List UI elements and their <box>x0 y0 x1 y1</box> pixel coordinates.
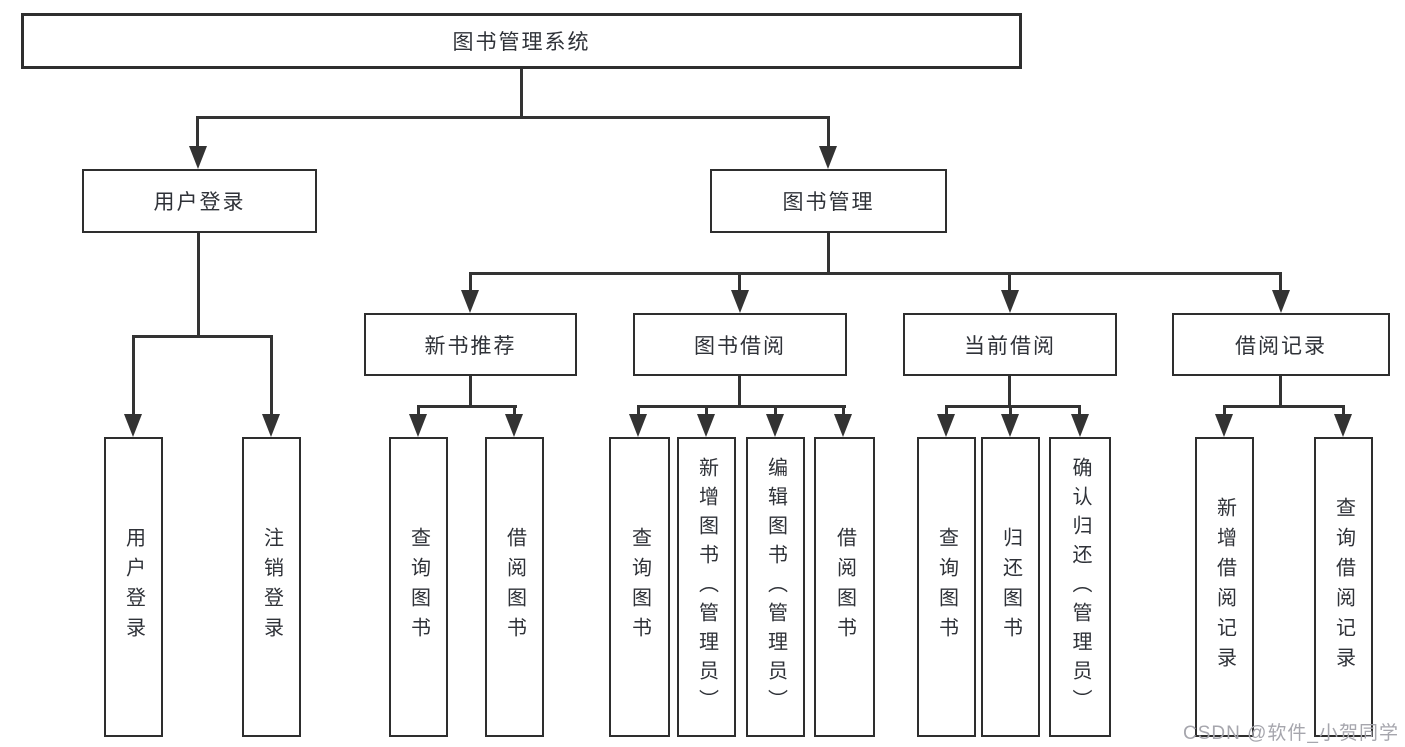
connector-drop <box>1223 405 1226 416</box>
node-root-label: 图书管理系统 <box>452 31 591 54</box>
arrow-down-icon <box>1272 290 1290 313</box>
node-book-borrow-label: 图书借阅 <box>694 334 786 358</box>
leaf-edit-books-admin: 编辑图书（管理员） <box>746 437 805 737</box>
arrow-down-icon <box>189 146 207 169</box>
leaf-logout: 注销登录 <box>242 437 301 737</box>
arrow-down-icon <box>697 414 715 437</box>
arrow-down-icon <box>1215 414 1233 437</box>
connector-drop <box>1279 272 1282 292</box>
connector-stem-current-borrow <box>1008 376 1011 405</box>
connector-drop <box>1342 405 1345 416</box>
connector-bar-new-books <box>417 405 517 408</box>
node-borrow-records: 借阅记录 <box>1172 313 1390 376</box>
connector-drop-book-mgmt <box>827 116 830 148</box>
node-current-borrow-label: 当前借阅 <box>964 334 1056 358</box>
node-book-mgmt: 图书管理 <box>710 169 947 233</box>
arrow-down-icon <box>819 146 837 169</box>
leaf-query-borrow-record: 查询借阅记录 <box>1314 437 1373 737</box>
node-root: 图书管理系统 <box>21 13 1022 69</box>
node-user-login-label: 用户登录 <box>153 191 246 214</box>
leaf-borrow-books-1: 借阅图书 <box>485 437 544 737</box>
connector-drop <box>774 405 777 416</box>
leaf-add-borrow-record-label: 新增借阅记录 <box>1213 497 1236 677</box>
connector-stem-new-books <box>469 376 472 405</box>
connector-drop-user-login <box>196 116 199 148</box>
connector-drop <box>270 335 273 416</box>
leaf-query-books-2: 查询图书 <box>609 437 670 737</box>
connector-bar-borrow-records <box>1223 405 1345 408</box>
connector-drop <box>637 405 640 416</box>
arrow-down-icon <box>629 414 647 437</box>
connector-drop <box>945 405 948 416</box>
connector-stem-book-borrow <box>738 376 741 405</box>
node-book-mgmt-label: 图书管理 <box>782 191 875 214</box>
leaf-query-books-3-label: 查询图书 <box>935 527 958 647</box>
connector-drop <box>842 405 845 416</box>
leaf-query-books-3: 查询图书 <box>917 437 976 737</box>
connector-stem-user-login <box>197 233 200 335</box>
node-new-books-label: 新书推荐 <box>424 334 517 358</box>
arrow-down-icon <box>124 414 142 437</box>
node-current-borrow: 当前借阅 <box>903 313 1117 376</box>
leaf-borrow-books-2: 借阅图书 <box>814 437 875 737</box>
csdn-watermark: CSDN @软件_小贺同学 <box>1183 723 1399 744</box>
arrow-down-icon <box>937 414 955 437</box>
connector-drop <box>469 272 472 292</box>
connector-stem-root <box>520 69 523 117</box>
connector-bar-book-borrow <box>637 405 846 408</box>
connector-drop <box>705 405 708 416</box>
leaf-add-borrow-record: 新增借阅记录 <box>1195 437 1254 737</box>
leaf-borrow-books-1-label: 借阅图书 <box>503 527 526 647</box>
connector-drop <box>738 272 741 292</box>
connector-bar-level2 <box>196 116 830 119</box>
leaf-query-books-1-label: 查询图书 <box>407 527 430 647</box>
connector-stem-borrow-records <box>1279 376 1282 405</box>
node-borrow-records-label: 借阅记录 <box>1235 334 1327 358</box>
connector-drop <box>513 405 516 416</box>
leaf-add-books-admin-label: 新增图书（管理员） <box>695 456 718 718</box>
leaf-user-login-label: 用户登录 <box>122 527 145 647</box>
leaf-return-books-label: 归还图书 <box>999 527 1022 647</box>
leaf-edit-books-admin-label: 编辑图书（管理员） <box>764 456 787 718</box>
arrow-down-icon <box>262 414 280 437</box>
node-user-login: 用户登录 <box>82 169 317 233</box>
arrow-down-icon <box>461 290 479 313</box>
leaf-query-books-2-label: 查询图书 <box>628 527 651 647</box>
arrow-down-icon <box>505 414 523 437</box>
connector-stem-book-mgmt <box>827 233 830 272</box>
connector-bar-current-borrow <box>945 405 1081 408</box>
arrow-down-icon <box>731 290 749 313</box>
leaf-confirm-return-admin: 确认归还（管理员） <box>1049 437 1111 737</box>
arrow-down-icon <box>1334 414 1352 437</box>
connector-drop <box>417 405 420 416</box>
leaf-confirm-return-admin-label: 确认归还（管理员） <box>1069 456 1091 718</box>
leaf-query-books-1: 查询图书 <box>389 437 448 737</box>
node-new-books: 新书推荐 <box>364 313 577 376</box>
connector-bar-user-login <box>132 335 273 338</box>
connector-drop <box>1078 405 1081 416</box>
connector-drop <box>1009 405 1012 416</box>
connector-drop <box>1008 272 1011 292</box>
arrow-down-icon <box>766 414 784 437</box>
leaf-return-books: 归还图书 <box>981 437 1040 737</box>
arrow-down-icon <box>834 414 852 437</box>
connector-bar-level3 <box>469 272 1282 275</box>
arrow-down-icon <box>409 414 427 437</box>
leaf-user-login: 用户登录 <box>104 437 163 737</box>
arrow-down-icon <box>1001 290 1019 313</box>
arrow-down-icon <box>1001 414 1019 437</box>
leaf-borrow-books-2-label: 借阅图书 <box>833 527 856 647</box>
connector-drop <box>132 335 135 416</box>
arrow-down-icon <box>1071 414 1089 437</box>
leaf-logout-label: 注销登录 <box>260 527 283 647</box>
leaf-query-borrow-record-label: 查询借阅记录 <box>1332 497 1355 677</box>
leaf-add-books-admin: 新增图书（管理员） <box>677 437 736 737</box>
node-book-borrow: 图书借阅 <box>633 313 847 376</box>
